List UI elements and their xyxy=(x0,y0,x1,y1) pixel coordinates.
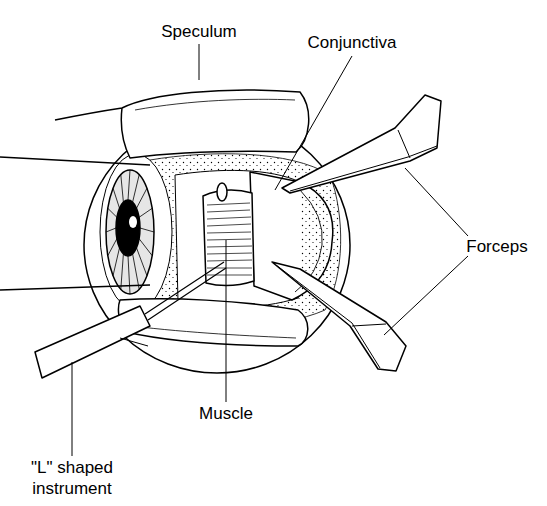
part-label: Conjunctiva xyxy=(287,32,417,53)
hook-tip xyxy=(217,183,227,201)
forceps xyxy=(272,262,406,371)
iris xyxy=(106,170,154,294)
part-label: Forceps xyxy=(447,236,547,257)
forceps xyxy=(282,95,441,193)
blade-edge xyxy=(132,326,296,338)
part-label: Speculum xyxy=(144,21,254,42)
leader-line xyxy=(72,362,73,456)
forceps-jaw xyxy=(290,130,437,191)
pupil xyxy=(116,200,140,256)
iris-fibers xyxy=(106,170,154,294)
muscle-fibers xyxy=(207,203,252,275)
leader-line xyxy=(275,56,352,190)
leader-line xyxy=(384,168,468,335)
pupil-highlight xyxy=(129,216,137,228)
speculum-blade xyxy=(55,90,309,158)
leader-line xyxy=(199,44,200,80)
blade-edge xyxy=(135,99,295,110)
part-label: "L" shaped instrument xyxy=(22,457,122,499)
leader-line xyxy=(226,240,227,402)
speculum-wire xyxy=(0,157,150,290)
instrument-shaft xyxy=(145,262,226,320)
instrument-tip xyxy=(120,338,148,346)
forceps-jaw xyxy=(276,265,386,368)
part-label: Muscle xyxy=(176,403,276,424)
instrument-handle xyxy=(35,306,150,378)
